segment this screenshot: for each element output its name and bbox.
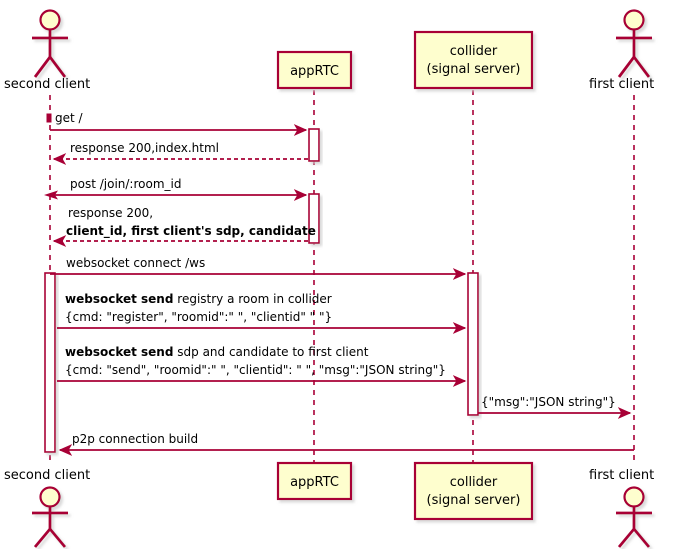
message-1-label: get / [55, 111, 84, 125]
actor-first-client-bottom[interactable] [616, 486, 652, 548]
message-6-label-line1-rest: registry a room in collider [173, 292, 331, 306]
message-4-label-line1: response 200, [68, 206, 153, 220]
participant-box-apprtc-top[interactable]: appRTC [276, 50, 353, 90]
activation-bars [44, 113, 479, 453]
message-6-label-line1-bold: websocket send [65, 292, 173, 306]
participant-label-apprtc-top: appRTC [290, 64, 339, 79]
message-6-websocket-send-register[interactable]: websocket send registry a room in collid… [57, 292, 467, 334]
message-8-msg-json[interactable]: {"msg":"JSON string"} [478, 395, 632, 419]
message-7-label-line2: {cmd: "send", "roomid":" ", "clientid": … [65, 363, 446, 377]
message-4-label-line2: client_id, first client's sdp, candidate [66, 224, 316, 239]
message-2-response-index[interactable]: response 200,index.html [52, 141, 308, 165]
message-7-label-line1-rest: sdp and candidate to first client [173, 345, 368, 359]
actor-first-client-top[interactable] [616, 9, 652, 78]
message-5-label: websocket connect /ws [66, 256, 205, 270]
participant-box-apprtc-bottom[interactable]: appRTC [276, 461, 353, 501]
message-6-label-line1: websocket send registry a room in collid… [65, 292, 332, 306]
participant-label-collider-top-line1: collider [450, 44, 498, 59]
message-3-post-join[interactable]: post /join/:room_id [44, 177, 308, 201]
message-3-label: post /join/:room_id [70, 177, 181, 191]
message-2-label: response 200,index.html [70, 141, 219, 155]
participant-label-first-client-top: first client [589, 77, 654, 92]
message-5-websocket-connect[interactable]: websocket connect /ws [50, 256, 467, 280]
activation-second-client-stub [46, 113, 52, 123]
activation-collider [467, 272, 479, 416]
message-1-get-root[interactable]: get / [50, 111, 308, 136]
message-9-label: p2p connection build [72, 432, 198, 446]
actor-second-client-bottom[interactable] [32, 486, 68, 548]
participant-label-collider-top-line2: (signal server) [427, 62, 521, 77]
participant-box-collider-bottom[interactable]: collider (signal server) [413, 461, 534, 521]
message-6-label-line2: {cmd: "register", "roomid":" ", "clienti… [65, 310, 332, 324]
participant-label-collider-bottom-line2: (signal server) [427, 493, 521, 508]
participant-label-second-client-bottom: second client [4, 468, 90, 483]
participant-label-apprtc-bottom: appRTC [290, 475, 339, 490]
message-8-label: {"msg":"JSON string"} [481, 395, 616, 409]
participant-label-collider-bottom-line1: collider [450, 475, 498, 490]
message-4-response-join[interactable]: response 200, client_id, first client's … [52, 206, 316, 247]
message-7-label-line1: websocket send sdp and candidate to firs… [65, 345, 369, 359]
activation-apprtc-2 [308, 193, 320, 244]
participant-label-first-client-bottom: first client [589, 468, 654, 483]
participant-label-second-client-top: second client [4, 77, 90, 92]
message-9-p2p-connection[interactable]: p2p connection build [58, 432, 634, 456]
actor-second-client-top[interactable] [32, 9, 68, 78]
participant-box-collider-top[interactable]: collider (signal server) [413, 30, 534, 90]
activation-second-client [44, 272, 56, 453]
message-7-websocket-send-sdp[interactable]: websocket send sdp and candidate to firs… [57, 345, 467, 387]
message-7-label-line1-bold: websocket send [65, 345, 173, 359]
activation-apprtc-1 [308, 128, 320, 162]
